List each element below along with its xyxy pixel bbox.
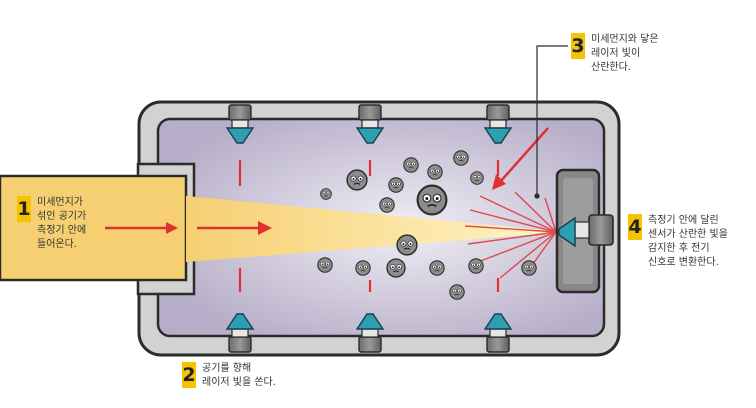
step-4-number: 4: [628, 214, 642, 240]
dust-particle-icon: [388, 177, 404, 193]
dust-particle-icon: [403, 157, 419, 173]
step-2-text: 공기를 향해 레이저 빛을 쏜다.: [202, 362, 276, 390]
step-3-caption: 3 미세먼지와 닿은 레이저 빛이 산란한다.: [571, 33, 659, 75]
step-1-number: 1: [17, 196, 31, 222]
dust-particle-icon: [429, 260, 445, 276]
step-3-leader: [534, 45, 568, 199]
step-4-line: 측정기 안에 달린: [648, 215, 719, 226]
step-4-line: 신호로 변환한다.: [648, 257, 719, 268]
step-4-caption: 4 측정기 안에 달린 센서가 산란한 빛을 감지한 후 전기 신호로 변환한다…: [628, 214, 728, 270]
step-3-line: 레이저 빛이: [591, 48, 641, 59]
step-4-line: 센서가 산란한 빛을: [648, 229, 728, 240]
step-3-number: 3: [571, 33, 585, 59]
step-2-line: 레이저 빛을 쏜다.: [202, 377, 276, 388]
dust-particle-icon: [427, 164, 443, 180]
dust-particle-icon: [468, 258, 484, 274]
dust-particle-icon: [449, 284, 465, 300]
step-2-caption: 2 공기를 향해 레이저 빛을 쏜다.: [182, 362, 276, 390]
dust-particle-icon: [396, 234, 418, 256]
airflow-arrows: [105, 221, 272, 235]
dust-particle-icon: [521, 260, 537, 276]
step-3-line: 미세먼지와 닿은: [591, 34, 659, 45]
step-1-line: 측정기 안에: [37, 225, 87, 236]
step-4-text: 측정기 안에 달린 센서가 산란한 빛을 감지한 후 전기 신호로 변환한다.: [648, 214, 728, 270]
step-1-line: 미세먼지가: [37, 197, 83, 208]
step-2-number: 2: [182, 362, 196, 388]
light-sensor-icon: [555, 168, 614, 294]
step-1-caption: 1 미세먼지가 섞인 공기가 측정기 안에 들어온다.: [17, 196, 86, 252]
dust-particle-icon: [320, 188, 332, 200]
dust-particle-icon: [346, 169, 368, 191]
dust-particle-icon: [453, 150, 469, 166]
dust-particle-icon: [379, 197, 395, 213]
laser-beams: [238, 160, 500, 292]
step-4-line: 감지한 후 전기: [648, 243, 710, 254]
scattering-arrow: [492, 127, 549, 190]
dust-particle-icon: [317, 257, 333, 273]
dust-particle-icon: [386, 258, 406, 278]
step-1-line: 섞인 공기가: [37, 211, 87, 222]
step-3-text: 미세먼지와 닿은 레이저 빛이 산란한다.: [591, 33, 659, 75]
step-3-line: 산란한다.: [591, 62, 631, 73]
dust-particle-icon: [355, 260, 371, 276]
dust-particle-icon: [416, 184, 448, 216]
dust-particle-icon: [470, 171, 484, 185]
airflow-beam: [186, 196, 565, 262]
step-2-line: 공기를 향해: [202, 363, 252, 374]
step-1-line: 들어온다.: [37, 239, 77, 250]
step-1-text: 미세먼지가 섞인 공기가 측정기 안에 들어온다.: [37, 196, 86, 252]
scattered-light: [464, 191, 557, 279]
